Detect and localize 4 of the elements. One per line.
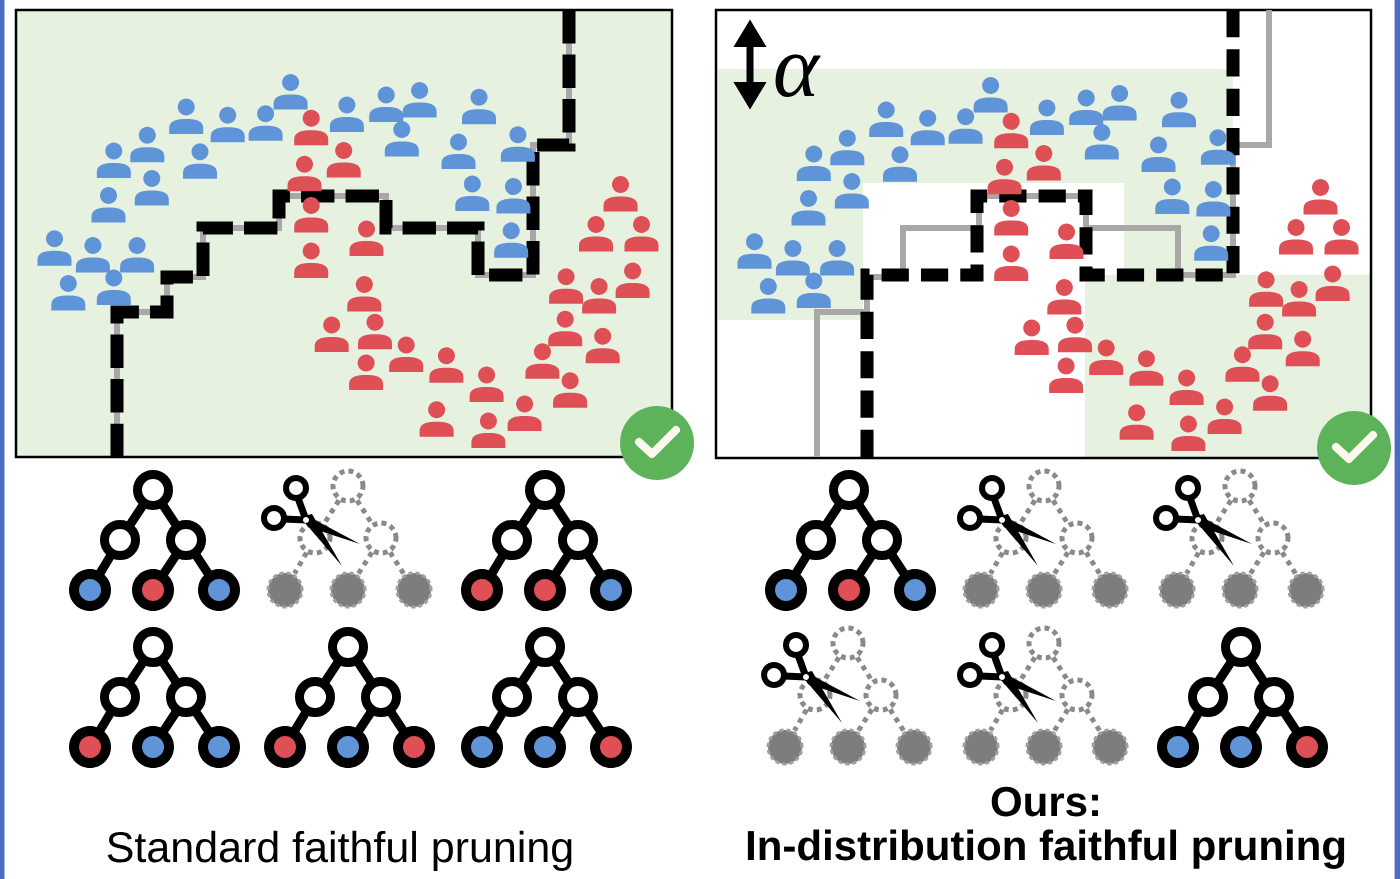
symbol-label: α <box>775 54 821 97</box>
caption: Ours: <box>991 786 1098 817</box>
caption: In-distribution faithful pruning <box>747 829 1345 869</box>
caption: Standard faithful pruning <box>107 830 572 871</box>
